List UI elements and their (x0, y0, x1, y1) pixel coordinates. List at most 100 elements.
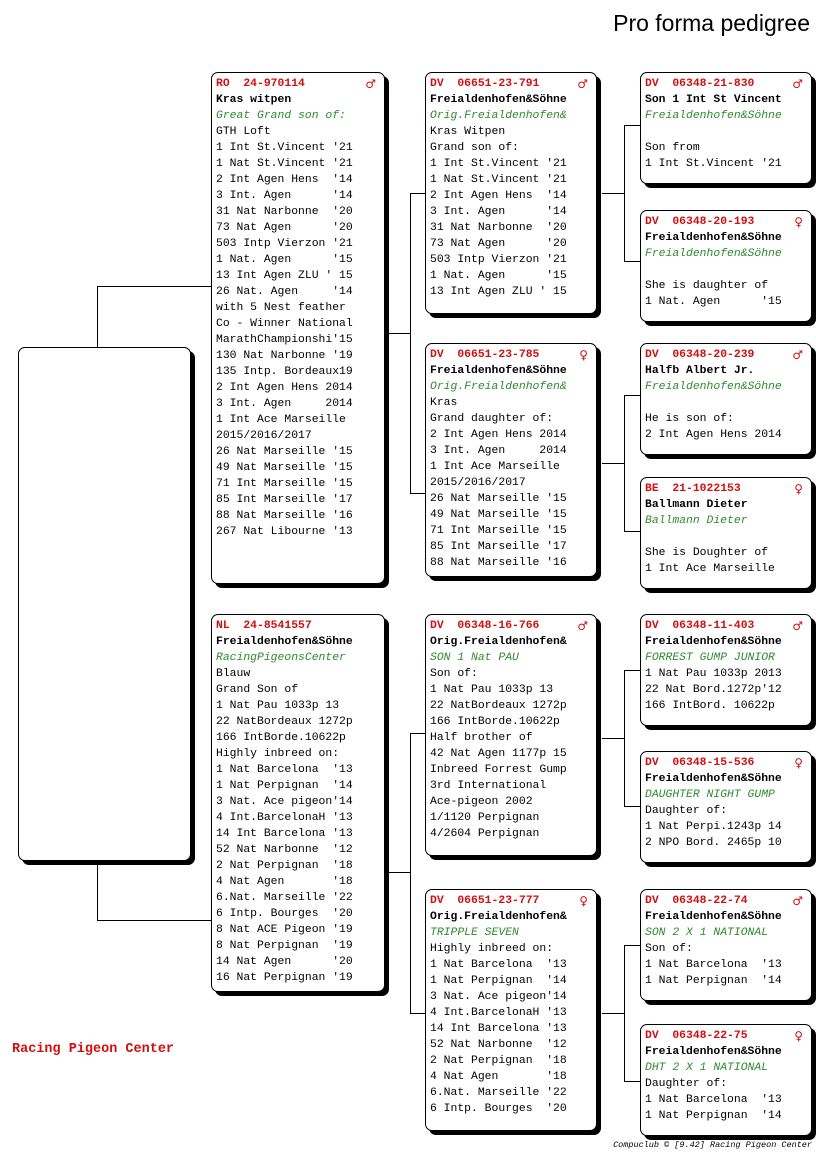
connector (410, 733, 426, 734)
ring-number-text: NL 24-8541557 (216, 620, 312, 632)
ring-number: DV 06651-23-777♀ (430, 893, 596, 909)
performance-line: 22 Nat Bord.1272p'12 (645, 684, 782, 696)
male-symbol-icon: ♂ (577, 619, 588, 633)
ring-number-text: DV 06348-20-193 (645, 216, 755, 228)
performance-line: Half brother of (430, 732, 533, 744)
performance-line: Grand daughter of: (430, 413, 554, 425)
pigeon-name: Freialdenhofen&Söhne (645, 773, 782, 785)
pigeon-name: Halfb Albert Jr. (645, 365, 755, 377)
ring-number-text: DV 06348-22-74 (645, 895, 748, 907)
pigeon-name: Freialdenhofen&Söhne (430, 94, 567, 106)
ring-number: BE 21-1022153♀ (645, 481, 811, 497)
performance-line: 1 Int St.Vincent '21 (430, 158, 567, 170)
performance-line: 1 Nat Barcelona '13 (430, 959, 567, 971)
great-grandparent-card[interactable]: DV 06348-20-239♂Halfb Albert Jr.Freialde… (640, 343, 812, 455)
performance-line: 1 Nat Barcelona '13 (645, 959, 782, 971)
breeder-line: RacingPigeonsCenter (216, 652, 346, 664)
performance-line: MarathChampionshi'15 (216, 334, 353, 346)
female-symbol-icon: ♀ (794, 215, 803, 229)
ring-number-text: DV 06348-22-75 (645, 1030, 748, 1042)
breeder-line: Orig.Freialdenhofen& (430, 110, 567, 122)
performance-line: 135 Intp. Bordeaux19 (216, 366, 353, 378)
connector (602, 463, 624, 464)
performance-line: 42 Nat Agen 1177p 15 (430, 748, 567, 760)
connector (624, 531, 641, 532)
subject-pigeon-card[interactable] (18, 347, 191, 861)
male-symbol-icon: ♂ (792, 77, 803, 91)
performance-line: 52 Nat Narbonne '12 (430, 1039, 567, 1051)
performance-line: 2015/2016/2017 (430, 477, 526, 489)
performance-line: 2 Nat Perpignan '18 (430, 1055, 567, 1067)
performance-line: 1 Int St.Vincent '21 (216, 142, 353, 154)
performance-line: 3 Int. Agen '14 (216, 190, 353, 202)
female-symbol-icon: ♀ (794, 482, 803, 496)
performance-line: Grand son of: (430, 142, 519, 154)
pigeon-name: Son 1 Int St Vincent (645, 94, 782, 106)
performance-line: 1 Nat Barcelona '13 (216, 764, 353, 776)
performance-line: Son from (645, 142, 700, 154)
performance-line: 26 Nat. Agen '14 (216, 286, 353, 298)
grandparent-card[interactable]: DV 06651-23-777♀Orig.Freialdenhofen&TRIP… (425, 889, 597, 1131)
performance-line: 4 Nat Agen '18 (430, 1071, 567, 1083)
performance-line: 3rd International (430, 780, 547, 792)
performance-line: 4 Nat Agen '18 (216, 876, 353, 888)
performance-line: 85 Int Marseille '17 (430, 541, 567, 553)
performance-line: 2 Int Agen Hens 2014 (216, 382, 353, 394)
performance-line: 503 Intp Vierzon '21 (430, 254, 567, 266)
connector (410, 193, 426, 194)
performance-line: Ace-pigeon 2002 (430, 796, 533, 808)
performance-line: 3 Nat. Ace pigeon'14 (430, 991, 567, 1003)
connector (624, 1081, 641, 1082)
pigeon-name: Freialdenhofen&Söhne (645, 911, 782, 923)
performance-line: 6 Intp. Bourges '20 (430, 1103, 567, 1115)
ring-number-text: DV 06651-23-777 (430, 895, 540, 907)
ring-number-text: DV 06348-11-403 (645, 620, 755, 632)
connector (624, 395, 625, 531)
ring-number: RO 24-970114♂ (216, 76, 384, 92)
performance-line: 1 Int St.Vincent '21 (645, 158, 782, 170)
connector (410, 193, 411, 493)
performance-line: 1 Int Ace Marseille (645, 563, 775, 575)
page-title: Pro forma pedigree (613, 10, 810, 36)
performance-line: 71 Int Marseille '15 (430, 525, 567, 537)
connector (624, 806, 641, 807)
ring-number: DV 06651-23-785♀ (430, 347, 596, 363)
performance-line: 22 NatBordeaux 1272p (430, 700, 567, 712)
performance-line: 1 Nat St.Vincent '21 (430, 174, 567, 186)
ring-number: DV 06348-16-766♂ (430, 618, 596, 634)
performance-line: 1 Int Ace Marseille (430, 461, 560, 473)
performance-line: 1 Nat Pau 1033p 13 (216, 700, 340, 712)
performance-line: 16 Nat Perpignan '19 (216, 972, 353, 984)
performance-line: Kras (430, 397, 458, 409)
ring-number: DV 06348-15-536♀ (645, 755, 811, 771)
performance-line: 2 Nat Perpignan '18 (216, 860, 353, 872)
performance-line: 13 Int Agen ZLU ' 15 (430, 286, 567, 298)
ring-number-text: DV 06651-23-785 (430, 349, 540, 361)
ring-number: DV 06651-23-791♂ (430, 76, 596, 92)
breeder-line: TRIPPLE SEVEN (430, 927, 519, 939)
performance-line (645, 262, 811, 278)
breeder-line: Freialdenhofen&Söhne (645, 110, 782, 122)
breeder-line: DAUGHTER NIGHT GUMP (645, 789, 775, 801)
ring-number: DV 06348-11-403♂ (645, 618, 811, 634)
performance-line: 8 Nat ACE Pigeon '19 (216, 924, 353, 936)
performance-line: Daughter of: (645, 805, 728, 817)
grandparent-card[interactable]: DV 06348-16-766♂Orig.Freialdenhofen&SON … (425, 614, 597, 856)
connector (97, 860, 98, 920)
performance-line (645, 529, 811, 545)
performance-line: 2 Int Agen Hens 2014 (645, 429, 782, 441)
performance-line: 4/2604 Perpignan (430, 828, 540, 840)
connector (624, 395, 641, 396)
performance-line: 3 Int. Agen 2014 (430, 445, 567, 457)
